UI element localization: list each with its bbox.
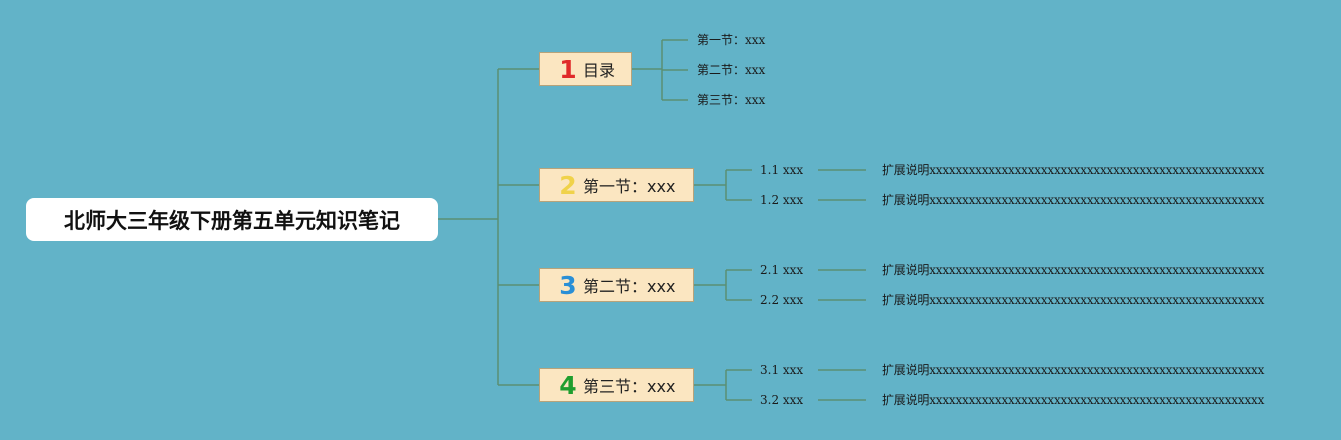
root-title: 北师大三年级下册第五单元知识笔记 <box>64 208 400 233</box>
subsection-3-1[interactable]: 3.1 xxx <box>760 363 804 377</box>
subsection-1-2[interactable]: 1.2 xxx <box>760 193 804 207</box>
branch-node-toc[interactable]: 1 目录 <box>539 52 632 86</box>
note-3-1[interactable]: 扩展说明xxxxxxxxxxxxxxxxxxxxxxxxxxxxxxxxxxxx… <box>882 363 1265 377</box>
branch-number-3: 3 <box>559 270 577 300</box>
note-2-2[interactable]: 扩展说明xxxxxxxxxxxxxxxxxxxxxxxxxxxxxxxxxxxx… <box>882 293 1265 307</box>
note-1-1[interactable]: 扩展说明xxxxxxxxxxxxxxxxxxxxxxxxxxxxxxxxxxxx… <box>882 163 1265 177</box>
branch-label-section-1: 第一节：xxx <box>583 177 676 196</box>
note-3-2[interactable]: 扩展说明xxxxxxxxxxxxxxxxxxxxxxxxxxxxxxxxxxxx… <box>882 393 1265 407</box>
note-1-2[interactable]: 扩展说明xxxxxxxxxxxxxxxxxxxxxxxxxxxxxxxxxxxx… <box>882 193 1265 207</box>
branch-label-section-2: 第二节：xxx <box>583 277 676 296</box>
branch-number-1: 1 <box>559 54 577 84</box>
subsection-3-2[interactable]: 3.2 xxx <box>760 393 804 407</box>
branch-node-section-3[interactable]: 4 第三节：xxx <box>539 368 694 402</box>
note-2-1[interactable]: 扩展说明xxxxxxxxxxxxxxxxxxxxxxxxxxxxxxxxxxxx… <box>882 263 1265 277</box>
branch-label-toc: 目录 <box>583 61 616 80</box>
toc-item-3[interactable]: 第三节：xxx <box>697 93 766 107</box>
toc-item-1[interactable]: 第一节：xxx <box>697 33 766 47</box>
branch-label-section-3: 第三节：xxx <box>583 377 676 396</box>
root-node[interactable]: 北师大三年级下册第五单元知识笔记 <box>26 198 438 241</box>
subsection-1-1[interactable]: 1.1 xxx <box>760 163 804 177</box>
branch-number-4: 4 <box>559 370 577 400</box>
subsection-2-1[interactable]: 2.1 xxx <box>760 263 804 277</box>
subsection-2-2[interactable]: 2.2 xxx <box>760 293 804 307</box>
toc-item-2[interactable]: 第二节：xxx <box>697 63 766 77</box>
branch-number-2: 2 <box>559 170 577 200</box>
branch-node-section-2[interactable]: 3 第二节：xxx <box>539 268 694 302</box>
branch-node-section-1[interactable]: 2 第一节：xxx <box>539 168 694 202</box>
